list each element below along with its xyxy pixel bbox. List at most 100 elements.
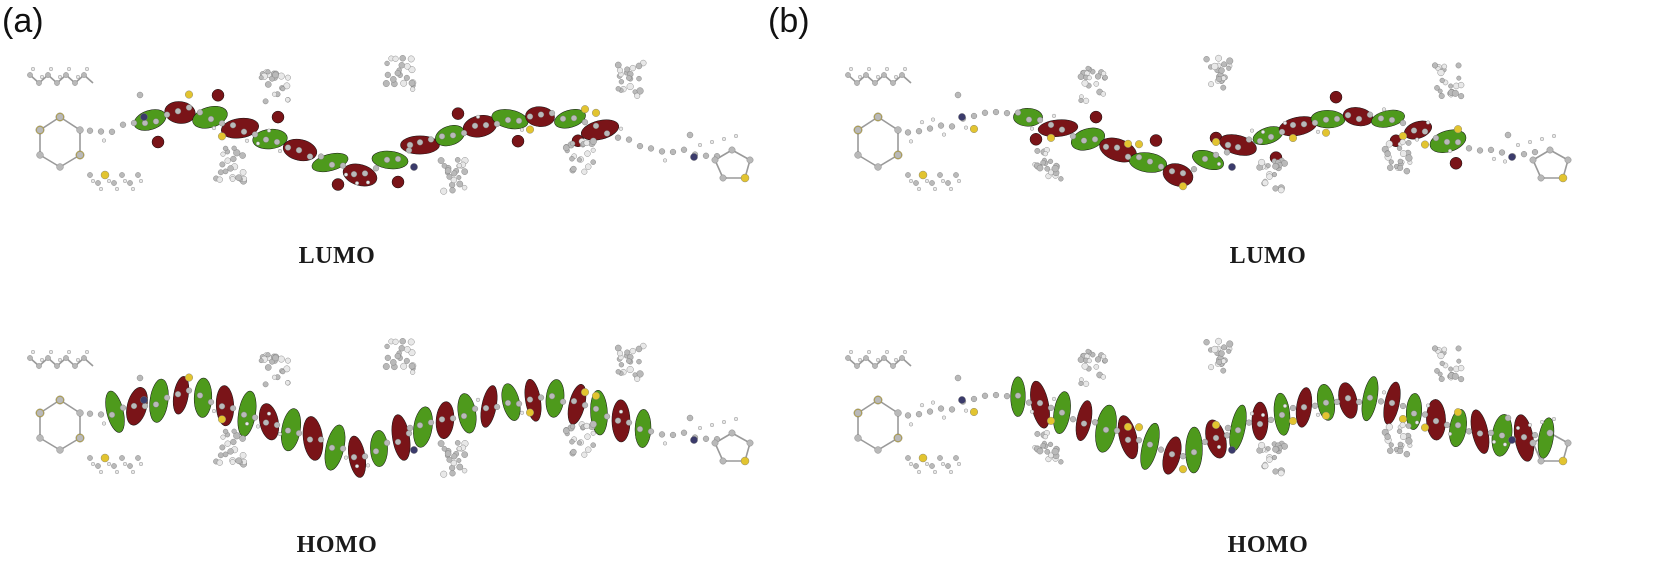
carbon-atom (229, 405, 237, 412)
carbon-atom (881, 72, 887, 78)
carbon-atom (890, 363, 896, 369)
carbon-atom (625, 419, 633, 426)
phenyl-atom (235, 174, 243, 182)
carbon-atom (1564, 156, 1572, 164)
carbon-atom (1454, 422, 1462, 429)
phenyl-atom (384, 60, 390, 67)
phenyl-atom (407, 338, 415, 346)
carbon-atom (913, 463, 919, 469)
phenyl-atom (1437, 371, 1443, 377)
phenyl-atom (614, 344, 622, 352)
carbon-atom (1322, 116, 1330, 123)
lobe-negative (391, 414, 411, 461)
phenyl-atom (1458, 81, 1465, 89)
hydrogen-atom (66, 350, 71, 355)
carbon-atom (111, 180, 117, 186)
phenyl-atom (390, 76, 397, 83)
phenyl-atom (216, 176, 223, 183)
carbon-atom (1465, 428, 1473, 435)
carbon-atom (262, 419, 270, 426)
lobe-small (1089, 110, 1103, 124)
sulfur-atom (217, 415, 226, 424)
phenyl-atom (1047, 441, 1054, 447)
carbon-atom (702, 435, 710, 442)
carbon-atom (1179, 453, 1187, 460)
phenyl-atom (1388, 159, 1394, 165)
phenyl-atom (1439, 77, 1445, 84)
phenyl-atom (1388, 442, 1394, 448)
carbon-atom (36, 80, 42, 86)
lobe-small (391, 175, 405, 189)
carbon-atom (603, 413, 611, 420)
hydrogen-atom (710, 422, 715, 427)
sulfur-atom (1179, 465, 1188, 474)
phenyl-atom (1399, 139, 1406, 146)
phenyl-atom (408, 66, 416, 74)
carbon-atom (1003, 110, 1011, 117)
carbon-atom (894, 126, 902, 134)
phenyl-atom (390, 359, 397, 366)
hydrogen-atom (84, 67, 89, 72)
carbon-atom (854, 363, 860, 369)
nitrogen-atom (958, 396, 966, 404)
atom-layer (27, 338, 754, 478)
phenyl-atom (384, 71, 391, 78)
carbon-atom (1289, 121, 1297, 129)
lobe-positive (1371, 109, 1405, 128)
carbon-atom (36, 126, 44, 134)
phenyl-atom (584, 433, 591, 440)
carbon-atom (658, 431, 666, 438)
hydrogen-atom (90, 178, 95, 183)
sulfur-atom (1399, 132, 1408, 141)
phenyl-atom (220, 434, 226, 440)
hydrogen-atom (1217, 444, 1222, 449)
hydrogen-atom (932, 186, 937, 191)
lobe-small (271, 110, 285, 124)
carbon-atom (163, 394, 171, 401)
hydrogen-atom (876, 75, 881, 80)
carbon-atom (728, 146, 736, 154)
hydrogen-atom (66, 67, 71, 72)
carbon-atom (854, 80, 860, 86)
carbon-atom (746, 156, 754, 164)
carbon-atom (240, 411, 248, 418)
carbon-atom (427, 419, 435, 426)
phenyl-atom (624, 66, 631, 73)
hydrogen-atom (948, 186, 953, 191)
carbon-atom (1036, 116, 1044, 124)
phenyl-atom (408, 362, 416, 370)
hydrogen-atom (867, 67, 872, 72)
carbon-atom (405, 147, 413, 154)
phenyl-atom (1271, 171, 1277, 178)
carbon-atom (1113, 427, 1121, 434)
sulfur-atom (1558, 456, 1568, 466)
carbon-atom (603, 130, 611, 137)
phenyl-atom (233, 149, 241, 157)
sulfur-atom (1399, 415, 1408, 424)
phenyl-atom (264, 364, 272, 371)
carbon-atom (874, 163, 882, 171)
phenyl-atom (1226, 340, 1234, 348)
phenyl-atom (616, 350, 623, 357)
hydrogen-atom (122, 461, 127, 466)
carbon-atom (372, 448, 380, 455)
carbon-atom (1190, 166, 1198, 173)
carbon-atom (881, 355, 887, 361)
hydrogen-atom (710, 139, 715, 144)
carbon-atom (185, 104, 193, 111)
carbon-atom (1454, 139, 1462, 146)
carbon-atom (702, 152, 710, 159)
carbon-atom (130, 119, 138, 127)
lobe-positive (370, 430, 388, 467)
lobe-small (1449, 157, 1463, 170)
phenyl-atom (1438, 376, 1445, 382)
sulfur-atom (1124, 139, 1133, 148)
carbon-atom (1267, 133, 1275, 140)
carbon-atom (163, 111, 171, 118)
carbon-atom (449, 132, 457, 139)
carbon-atom (97, 128, 105, 135)
carbon-atom (970, 112, 978, 120)
hydrogen-atom (114, 186, 119, 191)
carbon-atom (141, 402, 149, 410)
hydrogen-atom (49, 67, 54, 72)
